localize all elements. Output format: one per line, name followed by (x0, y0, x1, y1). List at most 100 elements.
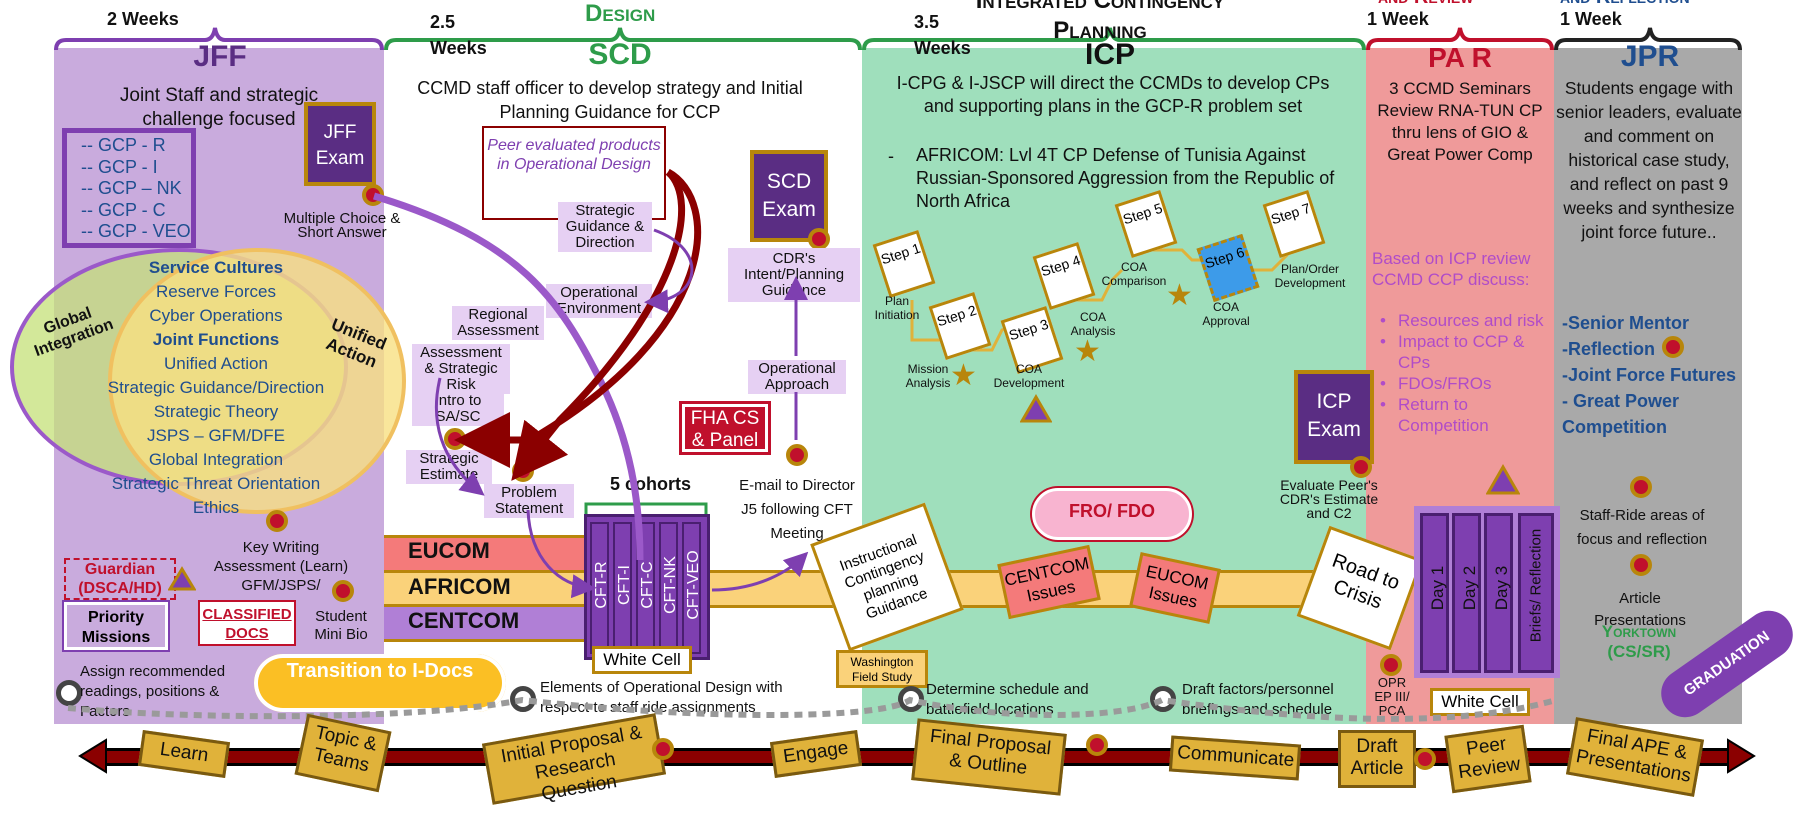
venn-item-service-cultures: Service Cultures (148, 258, 284, 277)
venn-item: Global Integration (148, 450, 284, 469)
key-writing-text: Key Writing Assessment (Learn) GFM/JSPS/ (213, 539, 349, 594)
label-coa-development: COA Development (993, 362, 1065, 390)
priority-missions: Priority Missions (64, 602, 168, 650)
scd-step-assessment-risk: Assessment & Strategic Risk (412, 344, 510, 394)
pa-white-cell: White Cell (1430, 688, 1530, 716)
timeline-dot (652, 738, 674, 760)
jpr-item: -Joint Force Futures (1562, 365, 1737, 385)
gcp-item: -- GCP - C (81, 199, 166, 220)
timeline-arrowhead-left (78, 738, 107, 774)
evaluate-peer: Evaluate Peer's CDR's Estimate and C2 (1279, 477, 1379, 521)
phase-peer-review: Peer Review (1444, 724, 1532, 794)
planning-steps-path (910, 248, 1294, 352)
scd-step-regional-assessment: Regional Assessment (452, 306, 544, 340)
label-coa-analysis: COA Analysis (1070, 310, 1116, 338)
label-plan-initiation: Plan Initiation (874, 294, 920, 322)
assign-dot (56, 680, 82, 706)
gcp-item: -- GCP - I (81, 156, 158, 177)
column-braces (54, 27, 1742, 51)
cdr-intent-label: CDR's Intent/Planning Guidance (728, 248, 860, 302)
jff-title: JFF (193, 40, 247, 73)
triangle-icon (1020, 394, 1052, 423)
venn-item: Strategic Threat Orientation (111, 474, 321, 493)
icp-bullet: AFRICOM: Lvl 4T CP Defense of Tunisia Ag… (916, 145, 1335, 211)
gcp-item: -- GCP – NK (81, 178, 182, 198)
student-bio-text: Student Mini Bio (314, 608, 368, 643)
star-icon: ★ (1166, 279, 1193, 312)
icp-intro: I-CPG & I-JSCP will direct the CCMDs to … (896, 73, 1330, 116)
yorktown-label: Yorktown (CS/SR) (1601, 622, 1677, 661)
article-dot (1630, 554, 1652, 576)
icp-title: ICP (1084, 38, 1135, 71)
scd-title: SCD (588, 38, 652, 71)
article-text: Article Presentations (1594, 590, 1686, 629)
email-director: E-mail to Director J5 following CFT Meet… (739, 477, 855, 542)
bullet-icon: • (1380, 311, 1386, 330)
venn-item: Cyber Operations (149, 306, 283, 325)
venn-item: Strategic Guidance/Direction (107, 378, 325, 397)
venn-item-joint-functions: Joint Functions (152, 330, 280, 349)
jpr-column (1554, 48, 1742, 724)
venn-item: Reserve Forces (156, 282, 276, 301)
pa-day-briefs: Briefs/ Reflection (1518, 513, 1554, 673)
pa-item-text: FDOs/FROs (1398, 374, 1492, 393)
opre-dot (1380, 654, 1402, 676)
phase-draft-article: Draft Article (1338, 730, 1416, 788)
washington-field-study: Washington Field Study (836, 650, 928, 688)
key-writing-dot (266, 510, 288, 532)
pa-top-label: and Review (1378, 0, 1473, 9)
icp-duration: 3.5 Weeks (914, 12, 971, 58)
pa-item-text: Impact to CCP & CPs (1398, 332, 1525, 372)
star-icon: ★ (950, 359, 977, 392)
label-plan-order-dev: Plan/Order Development (1274, 262, 1346, 290)
venn-item: Unified Action (164, 354, 268, 373)
classified-docs: CLASSIFIED DOCS (198, 600, 296, 646)
triangle-icon (168, 566, 196, 591)
bullet-icon: • (1380, 374, 1386, 393)
label-coa-comparison: COA Comparison (1101, 260, 1167, 288)
pa-intro: 3 CCMD Seminars Review RNA-TUN CP thru l… (1377, 79, 1543, 164)
jpr-items: -Senior Mentor -Reflection -Joint Force … (1562, 310, 1738, 440)
pa-duration: 1 Week (1367, 9, 1429, 29)
opre-text: OPREP III/PCA (1374, 675, 1410, 718)
bullet-icon: • (1380, 395, 1386, 414)
centcom-label: CENTCOM (408, 608, 520, 633)
fha-panel: FHA CS & Panel (682, 404, 768, 452)
timeline-dot (1086, 734, 1108, 756)
pa-items: •Resources and risk • Impact to CCP & CPs… (1380, 310, 1550, 436)
student-bio-dot (332, 580, 354, 602)
scd-intro: CCMD staff officer to develop strategy a… (417, 78, 803, 122)
africom-label: AFRICOM (408, 574, 511, 599)
assign-text: Assign recommended readings, positions &… (80, 663, 226, 720)
star-icon: ★ (1074, 335, 1101, 368)
pa-based: Based on ICP review CCMD CCP discuss: (1372, 249, 1531, 289)
fro-fdo-cloud: FRO/ FDO (1032, 488, 1192, 540)
pa-item: • FDOs/FROs (1380, 373, 1550, 394)
label-coa-approval: COA Approval (1202, 300, 1250, 328)
jff-intro: Joint Staff and strategic challenge focu… (119, 85, 319, 130)
eucom-label: EUCOM (408, 538, 490, 563)
gcp-item: -- GCP - VEO (81, 221, 191, 241)
jpr-item: -Reflection (1562, 339, 1656, 359)
venn-items: Service Cultures Reserve Forces Cyber Op… (96, 256, 336, 520)
pa-item: •Resources and risk (1380, 310, 1550, 331)
pa-item: • Return to Competition (1380, 394, 1550, 436)
triangle-icon (1486, 464, 1520, 495)
timeline-arrowhead-right (1727, 738, 1756, 774)
pa-day-2: Day 2 (1452, 513, 1481, 673)
venn-item: JSPS – GFM/DFE (147, 426, 285, 445)
jpr-top-label: and Reflection (1560, 0, 1690, 9)
jff-duration: 2 Weeks (107, 9, 179, 29)
pa-item-text: Return to Competition (1398, 395, 1489, 435)
jff-exam-box: JFF Exam (304, 102, 376, 186)
icp-exam-dot (1350, 456, 1372, 478)
timeline-dot (1414, 748, 1436, 770)
pa-title: PA R (1428, 42, 1492, 73)
jff-exam-note: Multiple Choice & Short Answer (283, 210, 401, 241)
jpr-title: JPR (1620, 40, 1680, 73)
op-approach-label: Operational Approach (748, 360, 846, 394)
scd-step-strategic-guidance: Strategic Guidance & Direction (558, 202, 652, 252)
op-approach-dot (786, 444, 808, 466)
jpr-intro: Students engage with senior leaders, eva… (1556, 78, 1742, 242)
